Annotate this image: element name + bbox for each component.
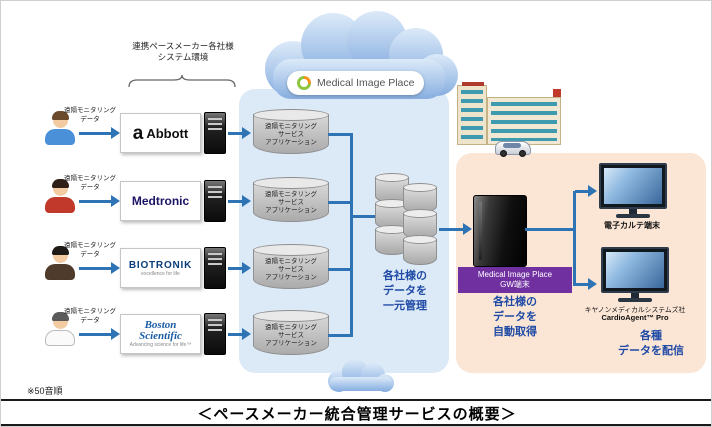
person-icon <box>45 179 75 219</box>
server-tower-icon <box>204 313 226 355</box>
hospital-windows <box>461 90 483 141</box>
vendor-box-biotronik: BIOTRONIK excellence for life <box>120 248 201 288</box>
database-cylinder-icon <box>403 235 437 265</box>
monitor-stand <box>629 209 637 214</box>
vendor-box-medtronic: Medtronic <box>120 181 201 221</box>
person-head <box>51 312 69 329</box>
cloud-icon <box>265 11 458 99</box>
flow-arrow <box>228 262 251 274</box>
flow-arrow <box>439 223 472 235</box>
central-caption: 各社様の データを 一元管理 <box>383 270 427 312</box>
remote-data-label: 遠隔モニタリング データ <box>64 242 116 258</box>
remote-data-label: 遠隔モニタリング データ <box>64 107 116 123</box>
app-label: 遠隔モニタリング サービス アプリケーション <box>265 324 317 348</box>
connector-line <box>328 334 351 337</box>
monitor2-maker-label: キヤノンメディカルシステムズ社 <box>584 307 686 314</box>
medical-image-place-ring-icon <box>297 76 311 90</box>
monitor-icon <box>599 163 667 218</box>
diagram-title: ＜ペースメーカー統合管理サービスの概要＞ <box>197 406 517 423</box>
person-body <box>45 129 75 145</box>
gateway-caption: 各社様の データを 自動取得 <box>493 296 537 338</box>
flow-arrow <box>79 328 120 340</box>
person-head <box>51 111 69 128</box>
flow-arrow <box>79 195 120 207</box>
divider-line <box>1 399 711 401</box>
medical-image-place-logo: Medical Image Place <box>287 71 425 95</box>
car-wheel <box>519 150 526 157</box>
partner-environment-label: 連携ペースメーカー各社様 システム環境 <box>132 41 234 63</box>
person-head <box>51 246 69 263</box>
flow-arrow <box>79 262 120 274</box>
app-database-cylinder-icon: 遠隔モニタリング サービス アプリケーション <box>253 177 329 222</box>
server-tower-icon <box>204 180 226 222</box>
hospital-windows <box>491 102 557 141</box>
app-label: 遠隔モニタリング サービス アプリケーション <box>265 123 317 147</box>
connector-line <box>328 201 351 204</box>
flow-arrow <box>575 278 597 290</box>
gateway-badge: Medical Image Place GW端末 <box>458 267 572 293</box>
person-body <box>45 264 75 280</box>
connector-line <box>573 191 576 286</box>
app-database-cylinder-icon: 遠隔モニタリング サービス アプリケーション <box>253 109 329 154</box>
order-note: ※50音順 <box>27 386 63 396</box>
flow-arrow <box>228 195 251 207</box>
person-icon <box>45 312 75 352</box>
vendor-name: Medtronic <box>131 194 190 208</box>
hospital-roof-sign <box>462 82 484 86</box>
connector-line <box>353 215 375 218</box>
flow-arrow <box>228 328 251 340</box>
app-database-cylinder-icon: 遠隔モニタリング サービス アプリケーション <box>253 244 329 289</box>
car-icon <box>495 141 531 157</box>
vendor-name: BIOTRONIK <box>128 259 193 271</box>
brace-icon <box>128 74 236 88</box>
app-label: 遠隔モニタリング サービス アプリケーション <box>265 258 317 282</box>
central-database-stack-icon <box>375 171 437 267</box>
monitor2-product-label: CardioAgent™ Pro <box>601 313 669 322</box>
flow-arrow <box>79 127 120 139</box>
person-icon <box>45 111 75 151</box>
flow-arrow <box>228 127 251 139</box>
server-tower-icon <box>204 247 226 289</box>
hospital-main-building <box>487 97 561 145</box>
person-body <box>45 197 75 213</box>
vendor-name: Abbott <box>146 125 189 141</box>
outputs-caption: 各種 データを配信 <box>618 330 684 357</box>
person-head <box>51 179 69 196</box>
remote-data-label: 遠隔モニタリング データ <box>64 308 116 324</box>
monitor-base <box>616 214 650 218</box>
vendor-name: Boston Scientific <box>139 319 182 342</box>
flow-arrow <box>575 185 597 197</box>
app-label: 遠隔モニタリング サービス アプリケーション <box>265 191 317 215</box>
vendor-tagline: Advancing science for life™ <box>129 342 192 348</box>
monitor-icon <box>601 247 669 302</box>
server-tower-icon <box>204 112 226 154</box>
person-icon <box>45 246 75 286</box>
hospital-tower <box>457 82 487 145</box>
person-body <box>45 330 75 346</box>
remote-data-label: 遠隔モニタリング データ <box>64 175 116 191</box>
abbott-logo-icon: a <box>132 122 144 144</box>
monitor-base <box>618 298 652 302</box>
bus-line <box>350 133 353 337</box>
monitor-screen <box>601 247 669 293</box>
vendor-box-abbott: a Abbott <box>120 113 201 153</box>
connector-line <box>328 268 351 271</box>
monitor-screen <box>599 163 667 209</box>
vendor-tagline: excellence for life <box>141 270 180 277</box>
hospital-red-sign <box>553 89 561 97</box>
divider-line <box>1 424 711 426</box>
medical-image-place-label: Medical Image Place <box>317 77 415 89</box>
monitor-stand <box>631 293 639 298</box>
connector-line <box>525 228 575 231</box>
car-wheel <box>500 150 507 157</box>
gateway-server-icon <box>473 195 527 267</box>
monitor1-label: 電子カルテ端末 <box>604 221 660 230</box>
hospital-icon <box>457 82 563 147</box>
connector-line <box>328 133 351 136</box>
vendor-box-boston-scientific: Boston Scientific Advancing science for … <box>120 314 201 354</box>
app-database-cylinder-icon: 遠隔モニタリング サービス アプリケーション <box>253 310 329 355</box>
cloud-icon <box>328 359 394 392</box>
